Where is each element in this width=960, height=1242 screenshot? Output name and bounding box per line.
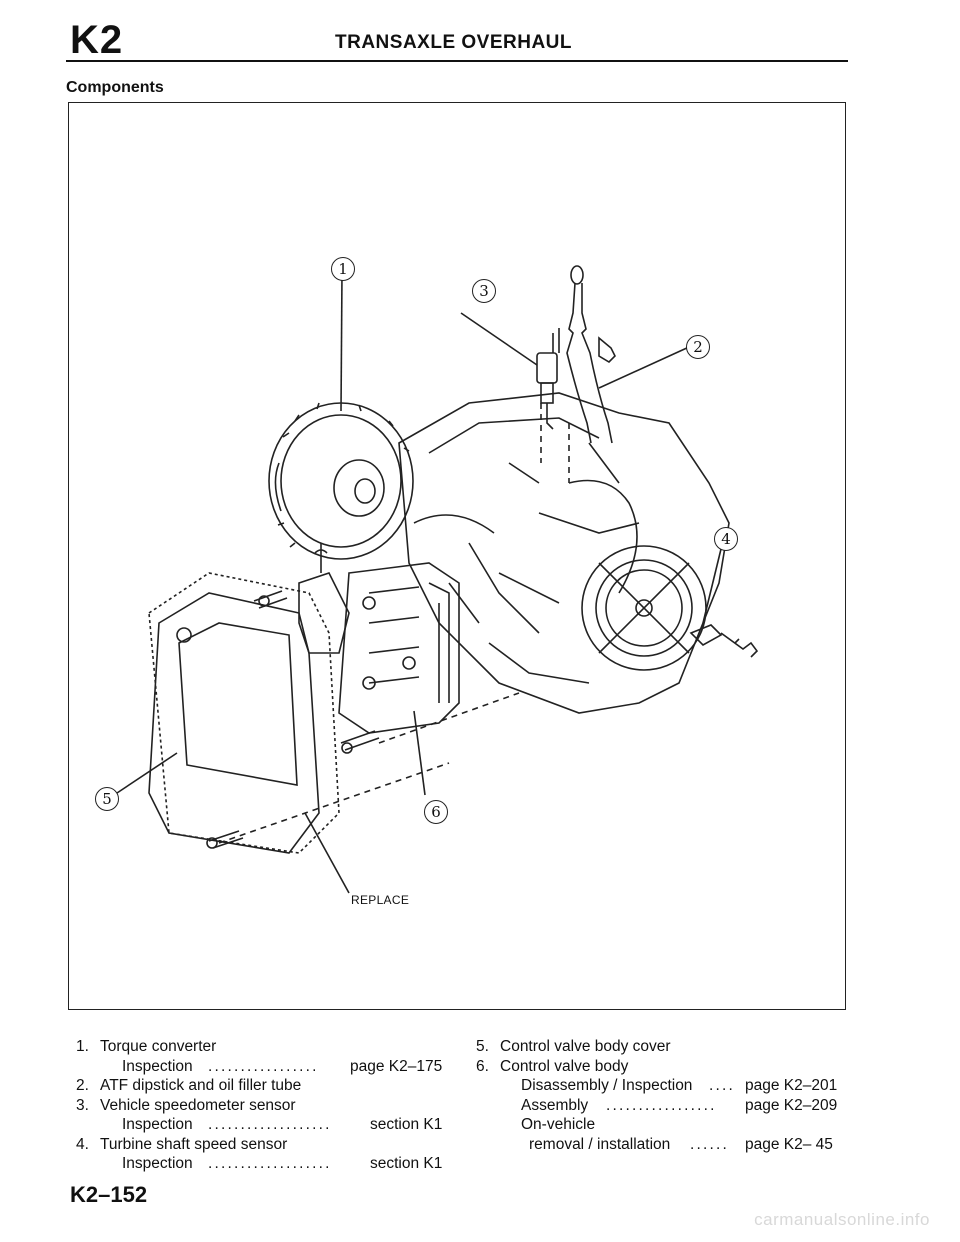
transaxle-exploded-drawing — [116, 265, 759, 894]
callout-3: 3 — [472, 279, 496, 303]
leader-dots: ................... — [208, 1155, 332, 1172]
legend-number: 6. — [476, 1057, 489, 1075]
legend-item: 2. ATF dipstick and oil filler tube — [76, 1076, 446, 1096]
legend-subtext: Disassembly / Inspection — [521, 1077, 693, 1094]
page-title: TRANSAXLE OVERHAUL — [335, 32, 573, 53]
callout-6: 6 — [424, 800, 448, 824]
legend-item: 4. Turbine shaft speed sensor — [76, 1135, 446, 1155]
legend-text: Turbine shaft speed sensor — [100, 1135, 288, 1153]
legend-left: 1. Torque converter Inspection .........… — [76, 1037, 446, 1174]
legend-subitem: removal / installation ...... page K2– 4… — [476, 1135, 860, 1155]
leader-dots: ...... — [690, 1135, 730, 1153]
leader-dots: .... — [709, 1077, 736, 1094]
watermark: carmanualsonline.info — [754, 1210, 930, 1229]
legend-subtext: Inspection — [122, 1116, 193, 1133]
legend-subitem: Inspection ................. page K2–175 — [76, 1057, 446, 1077]
legend-text: ATF dipstick and oil filler tube — [100, 1077, 302, 1094]
legend-item: 6. Control valve body — [476, 1057, 860, 1077]
legend-subtext: On-vehicle — [521, 1116, 596, 1133]
page-reference: page K2–201 — [745, 1077, 838, 1094]
legend-subitem: Assembly ................. page K2–209 — [476, 1096, 860, 1116]
legend-number: 4. — [76, 1135, 89, 1153]
leader-dots: ................. — [208, 1057, 319, 1075]
callout-5: 5 — [95, 787, 119, 811]
legend-item: 5. Control valve body cover — [476, 1037, 860, 1057]
turbine-sensor-drawing — [689, 624, 759, 658]
page-reference: page K2–175 — [350, 1057, 443, 1075]
speedometer-sensor-drawing — [536, 328, 560, 430]
callout-1: 1 — [331, 257, 355, 281]
legend-subtext: removal / installation — [529, 1135, 671, 1153]
legend-text: Control valve body cover — [500, 1038, 671, 1055]
page-number: K2–152 — [70, 1182, 148, 1207]
page-reference: section K1 — [370, 1155, 443, 1172]
legend-text: Control valve body — [500, 1057, 629, 1075]
header-rule — [66, 60, 848, 62]
callout-2: 2 — [686, 335, 710, 359]
page-reference: page K2–209 — [745, 1096, 838, 1114]
page-reference: section K1 — [370, 1116, 443, 1133]
chapter-code: K2 — [70, 18, 124, 62]
dipstick-drawing — [566, 265, 616, 444]
legend-subitem: On-vehicle — [476, 1115, 860, 1135]
legend-subitem: Disassembly / Inspection .... page K2–20… — [476, 1076, 860, 1096]
legend-number: 1. — [76, 1038, 89, 1055]
legend-number: 2. — [76, 1077, 89, 1094]
page-reference: page K2– 45 — [745, 1135, 833, 1153]
legend-subtext: Assembly — [521, 1096, 589, 1114]
callout-4: 4 — [714, 527, 738, 551]
leader-dots: ................. — [606, 1096, 717, 1114]
section-heading: Components — [66, 79, 164, 96]
leader-dots: ................... — [208, 1116, 332, 1133]
legend-number: 3. — [76, 1096, 89, 1114]
torque-converter-drawing — [268, 402, 414, 560]
control-valve-body-drawing — [298, 543, 460, 734]
legend-right: 5. Control valve body cover 6. Control v… — [476, 1037, 860, 1154]
legend-item: 1. Torque converter — [76, 1037, 446, 1057]
legend-subitem: Inspection ................... section K… — [76, 1115, 446, 1135]
control-valve-cover-drawing — [148, 572, 340, 854]
legend-subtext: Inspection — [122, 1057, 193, 1075]
legend-number: 5. — [476, 1038, 489, 1055]
bolt-drawings — [206, 590, 380, 849]
legend-subitem: Inspection ................... section K… — [76, 1154, 446, 1174]
replace-label: REPLACE — [351, 893, 410, 907]
legend-item: 3. Vehicle speedometer sensor — [76, 1096, 446, 1116]
legend-subtext: Inspection — [122, 1155, 193, 1172]
legend-text: Torque converter — [100, 1038, 217, 1055]
components-figure: 1 3 2 4 5 6 REPLACE — [68, 102, 846, 1010]
legend-text: Vehicle speedometer sensor — [100, 1096, 296, 1114]
